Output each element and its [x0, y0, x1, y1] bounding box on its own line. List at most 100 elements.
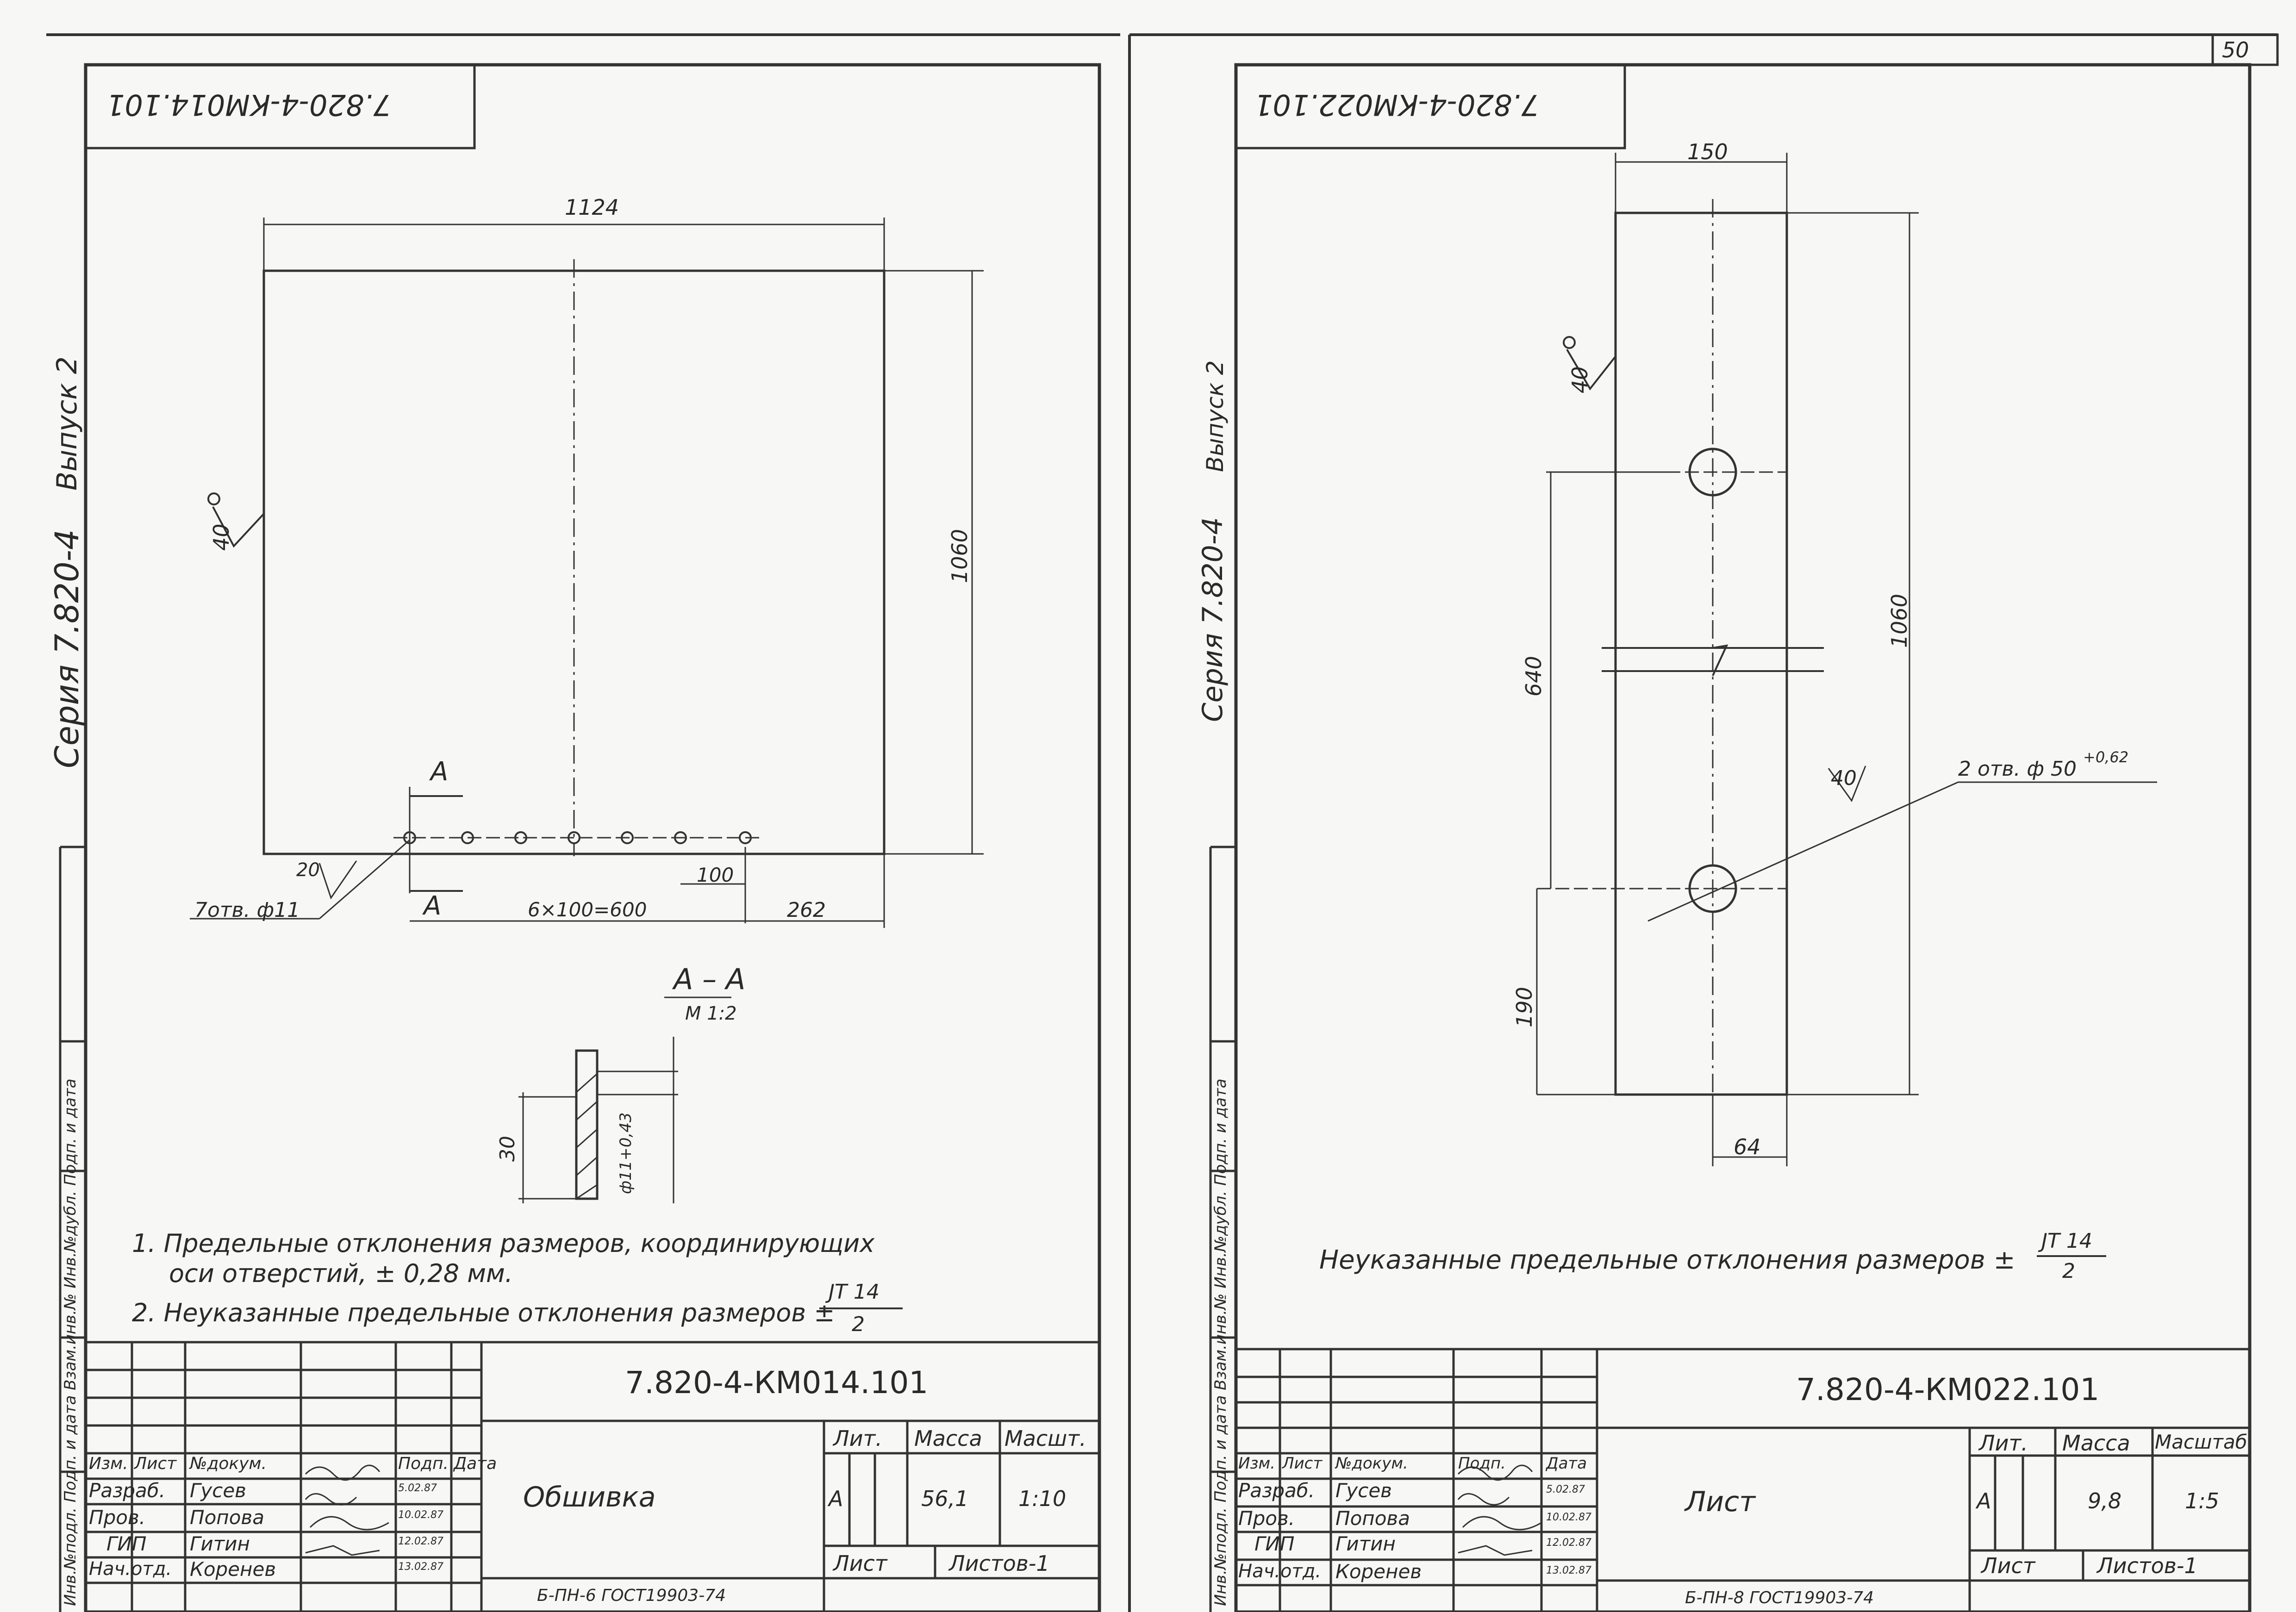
right-tol-den: 2 — [2062, 1259, 2075, 1283]
left-part-name: Обшивка — [523, 1481, 656, 1513]
right-holes-tol: +0,62 — [2083, 748, 2129, 766]
right-lit-header: Лит. — [1979, 1431, 2028, 1456]
right-row-date: 12.02.87 — [1546, 1537, 1591, 1549]
left-dim-pitch: 100 — [697, 864, 734, 886]
right-strip — [1614, 212, 1788, 1096]
left-section-mark-top: А — [430, 757, 449, 787]
left-tol-den: 2 — [852, 1313, 865, 1336]
left-hdr-doc: №докум. — [190, 1454, 267, 1473]
left-stamp-code: 7.820-4-КМ014.101 — [106, 88, 392, 122]
left-dim-chain: 6×100=600 — [528, 898, 647, 921]
right-dim-center: 64 — [1734, 1134, 1761, 1159]
left-section-title: А – А — [674, 962, 746, 996]
left-row-date: 12.02.87 — [398, 1536, 443, 1547]
right-mass-value: 9,8 — [2088, 1488, 2122, 1513]
right-sheet-header: Лист — [1981, 1553, 2035, 1578]
right-frame — [1234, 63, 2252, 1612]
left-issue-label: Выпуск 2 — [51, 356, 83, 491]
signature-scribbles — [305, 1464, 1542, 1556]
right-hdr-izm: Изм. — [1238, 1454, 1275, 1473]
left-scale-header: Масшт. — [1004, 1426, 1086, 1451]
left-tol-num: JT 14 — [829, 1280, 880, 1304]
right-mass-header: Масса — [2062, 1431, 2130, 1456]
right-scale-header: Масштаб — [2155, 1431, 2247, 1453]
left-scale-value: 1:10 — [1018, 1486, 1067, 1511]
right-row-date: 13.02.87 — [1546, 1565, 1591, 1576]
left-section-scale: М 1:2 — [685, 1003, 737, 1024]
left-hdr-izm: Изм. — [89, 1454, 128, 1473]
right-material: Б-ПН-8 ГОСТ19903-74 — [1685, 1588, 1874, 1607]
left-mass-header: Масса — [914, 1426, 982, 1451]
left-sheet-header: Лист — [833, 1551, 887, 1576]
right-title-code: 7.820-4-КМ022.101 — [1796, 1372, 2100, 1407]
left-row-role: ГИП — [106, 1532, 147, 1555]
left-row-date: 13.02.87 — [398, 1561, 443, 1573]
right-part-name: Лист — [1685, 1486, 1756, 1518]
left-section-mark-bottom: А — [424, 891, 442, 921]
left-row-name: Гитин — [190, 1532, 250, 1555]
sheet-number: 50 — [2222, 37, 2249, 62]
right-dim-spacing: 640 — [1521, 656, 1546, 697]
left-title-code: 7.820-4-КМ014.101 — [625, 1365, 929, 1400]
right-note: Неуказанные предельные отклонения размер… — [1319, 1245, 2015, 1275]
left-hdr-sign: Подп. — [398, 1454, 449, 1473]
left-lit-value: А — [829, 1486, 843, 1511]
right-row-name: Гусев — [1335, 1479, 1392, 1502]
left-series-label: Серия 7.820-4 — [48, 529, 86, 768]
left-row-date: 10.02.87 — [398, 1509, 443, 1521]
left-row-name: Коренев — [190, 1558, 276, 1581]
right-row-name: Попова — [1335, 1507, 1410, 1530]
right-scale-value: 1:5 — [2185, 1488, 2220, 1513]
left-row-role: Нач.отд. — [89, 1558, 172, 1580]
right-dim-width: 150 — [1687, 139, 1728, 164]
left-dim-thickness: 30 — [496, 1136, 519, 1162]
left-row-role: Пров. — [89, 1506, 146, 1529]
left-row-name: Попова — [190, 1506, 264, 1529]
left-sheets-header: Листов-1 — [949, 1551, 1050, 1576]
left-note2: 2. Неуказанные предельные отклонения раз… — [132, 1298, 835, 1327]
left-row-date: 5.02.87 — [398, 1482, 437, 1494]
left-dim-gap: 20 — [296, 859, 320, 881]
left-roughness: 40 — [209, 523, 234, 551]
right-row-role: Нач.отд. — [1238, 1561, 1322, 1582]
right-hdr-doc: №докум. — [1335, 1454, 1408, 1473]
right-row-role: Пров. — [1238, 1507, 1295, 1530]
left-material: Б-ПН-6 ГОСТ19903-74 — [537, 1586, 726, 1605]
right-hdr-date: Дата — [1546, 1454, 1587, 1473]
right-tol-bar — [2037, 1255, 2106, 1257]
right-row-role: Разраб. — [1238, 1479, 1315, 1502]
left-dim-width: 1124 — [565, 195, 619, 220]
right-roughness-small: 40 — [1831, 766, 1857, 790]
left-tol-bar — [819, 1307, 903, 1309]
left-row-role: Разраб. — [89, 1479, 166, 1502]
right-lit-value: А — [1977, 1488, 1991, 1513]
left-row-name: Гусев — [190, 1479, 246, 1502]
right-dim-height: 1060 — [1887, 593, 1912, 648]
left-frame — [84, 63, 1101, 1612]
right-tol-num: JT 14 — [2041, 1229, 2092, 1253]
right-row-date: 10.02.87 — [1546, 1512, 1591, 1523]
right-issue-label: Выпуск 2 — [1202, 360, 1229, 472]
left-mass-value: 56,1 — [921, 1486, 969, 1511]
left-holes-callout: 7отв. ф11 — [194, 898, 300, 922]
right-row-role: ГИП — [1254, 1532, 1295, 1555]
right-series-label: Серия 7.820-4 — [1197, 517, 1229, 722]
right-hdr-list: Лист — [1282, 1454, 1323, 1473]
right-side-stamp: Инв.№подл. Подп. и дата Взам.инв.№ Инв.№… — [1211, 1078, 1230, 1606]
right-sheets-header: Листов-1 — [2097, 1553, 2198, 1578]
right-holes-callout: 2 отв. ф 50 — [1958, 757, 2077, 781]
left-lit-header: Лит. — [833, 1426, 882, 1451]
left-hdr-date: Дата — [454, 1454, 497, 1473]
left-dim-height: 1060 — [947, 529, 972, 583]
left-dim-edge: 262 — [787, 898, 826, 922]
left-note1-line1: 1. Предельные отклонения размеров, коорд… — [132, 1229, 875, 1258]
right-hdr-sign: Подп. — [1458, 1454, 1506, 1473]
right-roughness: 40 — [1567, 366, 1592, 393]
left-side-stamp: Инв.№подл. Подп. и дата Взам.инв.№ Инв.№… — [61, 1078, 80, 1606]
right-row-name: Гитин — [1335, 1532, 1396, 1555]
left-dim-hole: ф11+0,43 — [617, 1112, 635, 1194]
left-hdr-list: Лист — [134, 1454, 177, 1473]
right-stamp-code: 7.820-4-КМ022.101 — [1254, 88, 1540, 122]
